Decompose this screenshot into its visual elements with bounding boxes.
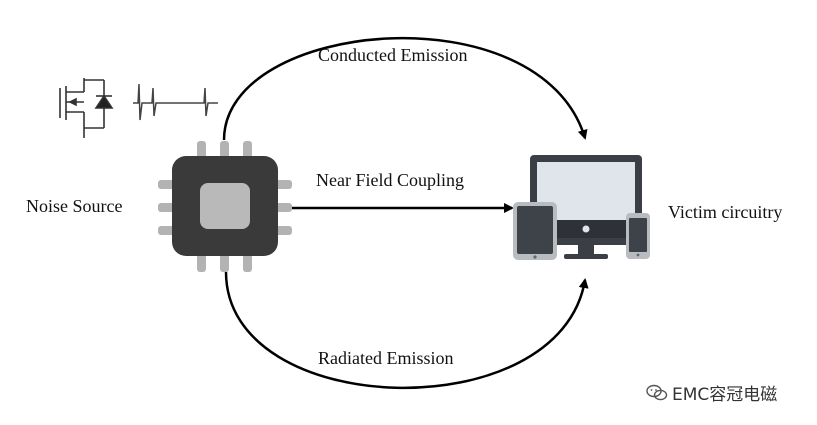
conducted-emission-arrow (222, 36, 588, 141)
ic-chip-icon (158, 141, 292, 272)
noise-waveform-icon (133, 83, 218, 121)
watermark-text: EMC容冠电磁 (672, 385, 778, 405)
victim-circuitry-label: Victim circuitry (668, 202, 783, 222)
watermark: EMC容冠电磁 (646, 380, 777, 405)
mosfet-symbol-icon (59, 78, 114, 138)
radiated-emission-label: Radiated Emission (318, 348, 454, 368)
devices-icon (513, 155, 650, 260)
radiated-emission-arrow (224, 271, 589, 389)
wechat-icon (646, 384, 668, 400)
noise-source-label: Noise Source (26, 196, 123, 216)
conducted-emission-label: Conducted Emission (318, 45, 468, 65)
near-field-coupling-label: Near Field Coupling (316, 170, 464, 190)
